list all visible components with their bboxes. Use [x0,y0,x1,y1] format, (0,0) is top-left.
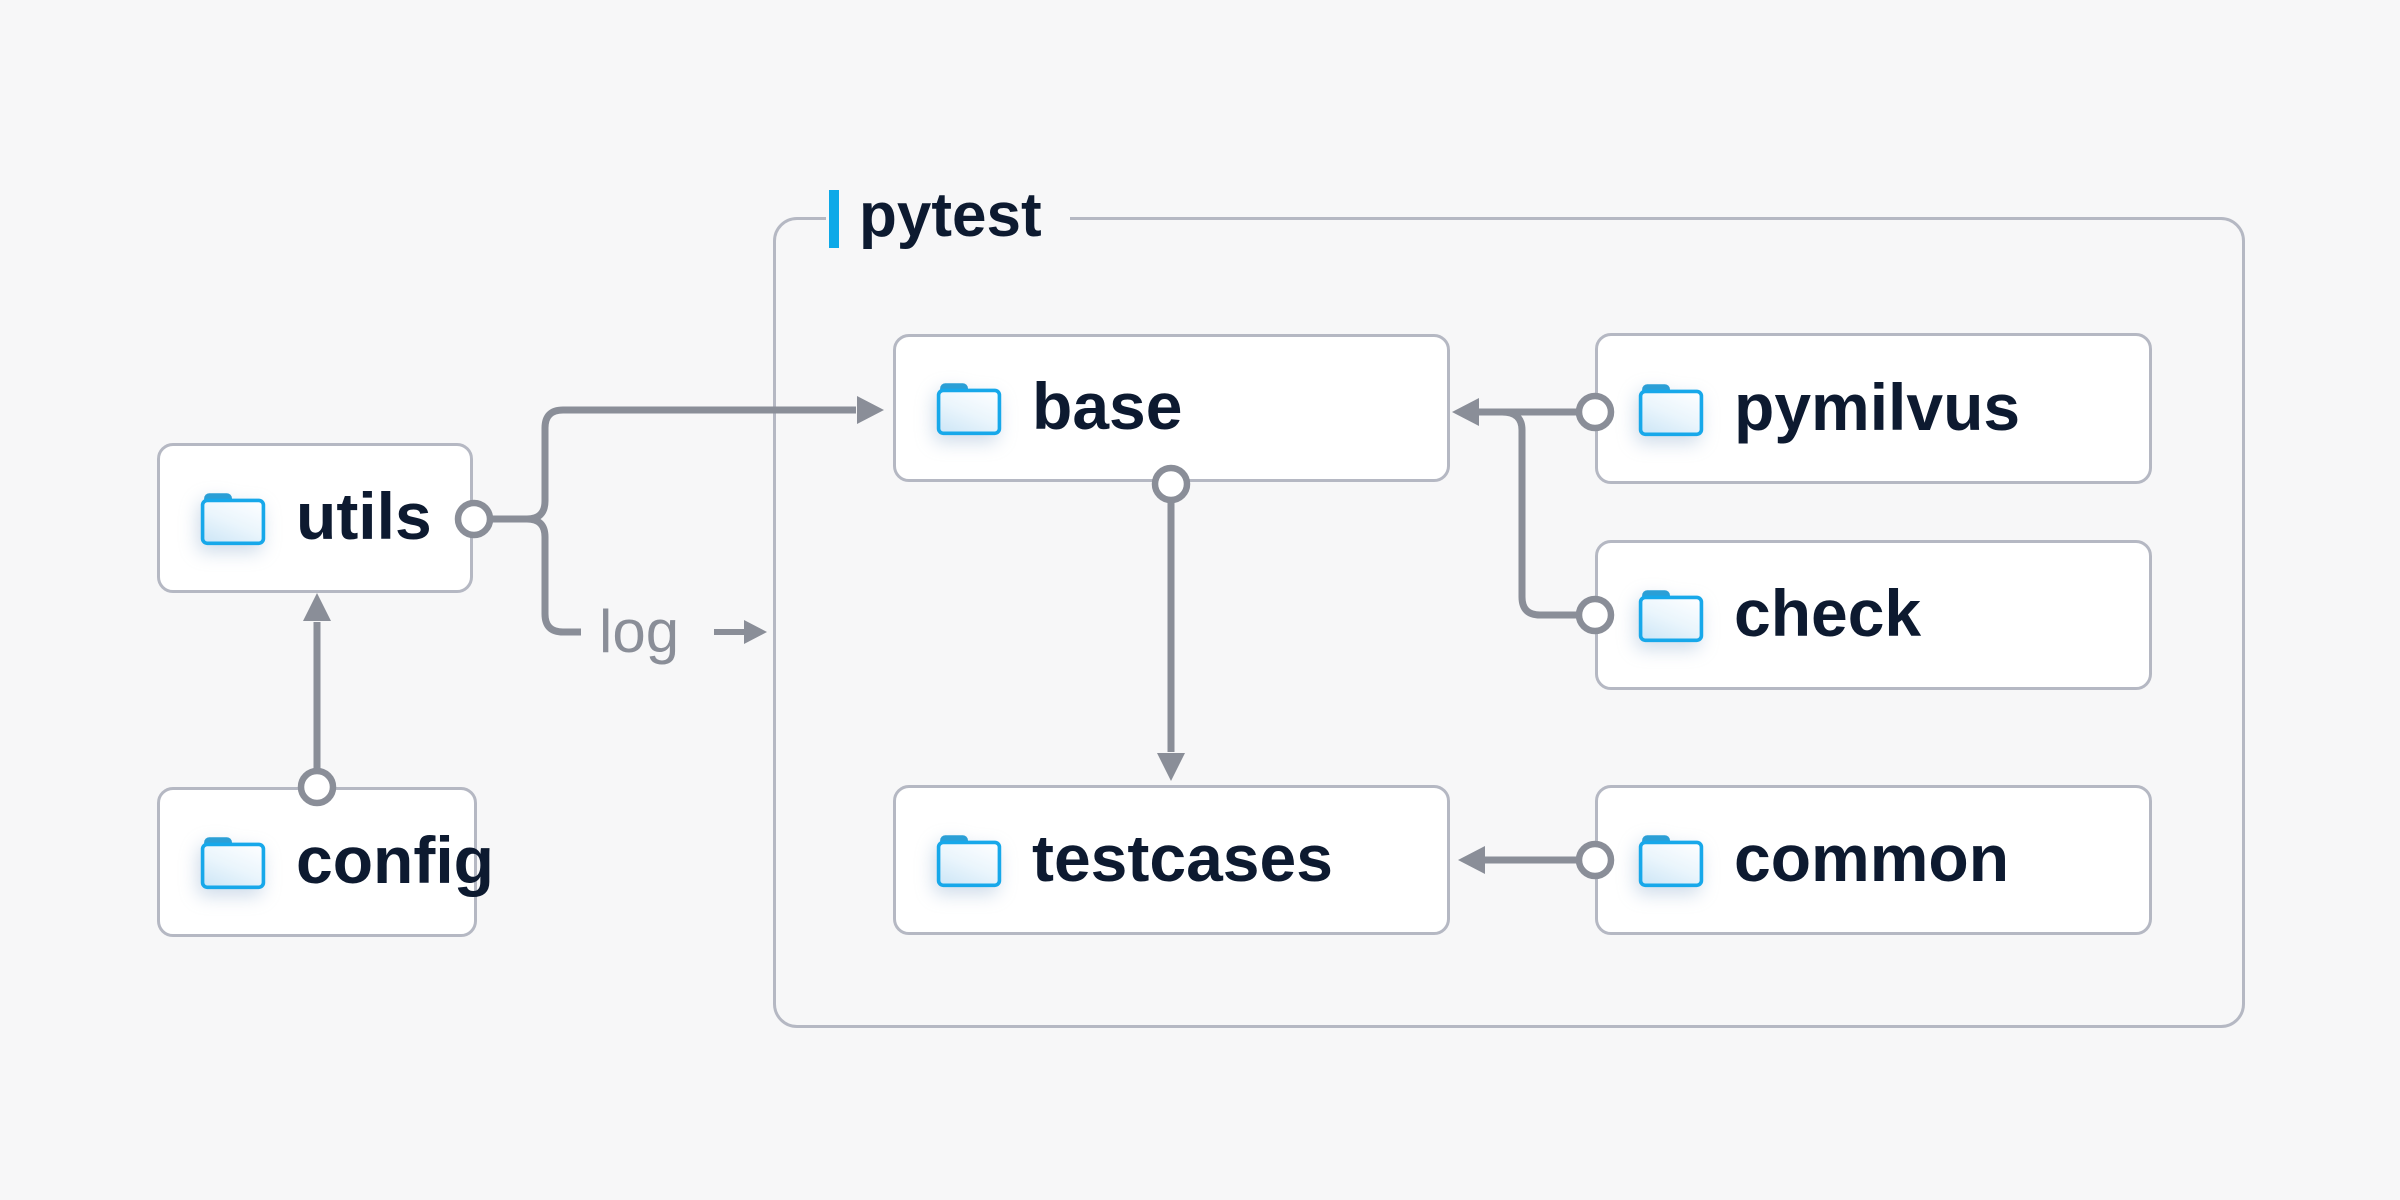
connector-circle-base [1151,464,1191,504]
node-common-label: common [1734,821,2010,895]
edge-label-log: log [599,598,680,665]
arrowhead-right-log [744,620,767,644]
node-check: check [1595,540,2152,690]
connector-circle-utils [454,499,494,539]
folder-icon [936,383,1002,436]
folder-icon [1638,383,1704,436]
arrowhead-up-utils [303,593,331,621]
edge-check-base [1486,408,1577,619]
folder-icon [1638,835,1704,888]
arrowhead-down-testcases [1157,753,1185,781]
folder-icon [200,493,266,546]
folder-icon [936,835,1002,888]
edge-utils-base [492,406,856,523]
group-pytest-title: pytest [859,181,1042,250]
arrowhead-left-base [1452,398,1479,426]
node-testcases-label: testcases [1032,821,1333,895]
node-config-label: config [296,823,494,897]
connector-circle-config [297,767,337,807]
group-pytest: pytest [773,185,2245,1028]
folder-icon [1638,590,1704,643]
node-testcases: testcases [893,785,1450,935]
connector-circle-common [1575,840,1615,880]
node-common: common [1595,785,2152,935]
node-pymilvus-label: pymilvus [1734,369,2021,444]
node-pymilvus: pymilvus [1595,333,2152,484]
arrowhead-right-base [857,396,884,424]
arrowhead-left-testcases [1458,846,1485,874]
folder-icon [200,837,266,890]
connector-circle-check [1575,595,1615,635]
node-check-label: check [1734,576,1922,650]
accent-bar [829,190,839,248]
node-utils-label: utils [296,479,432,553]
node-base-label: base [1032,369,1183,443]
node-base: base [893,334,1450,482]
edge-utils-log [526,515,581,636]
group-pytest-label: pytest [826,185,1070,249]
connector-circle-pymilvus [1575,392,1615,432]
